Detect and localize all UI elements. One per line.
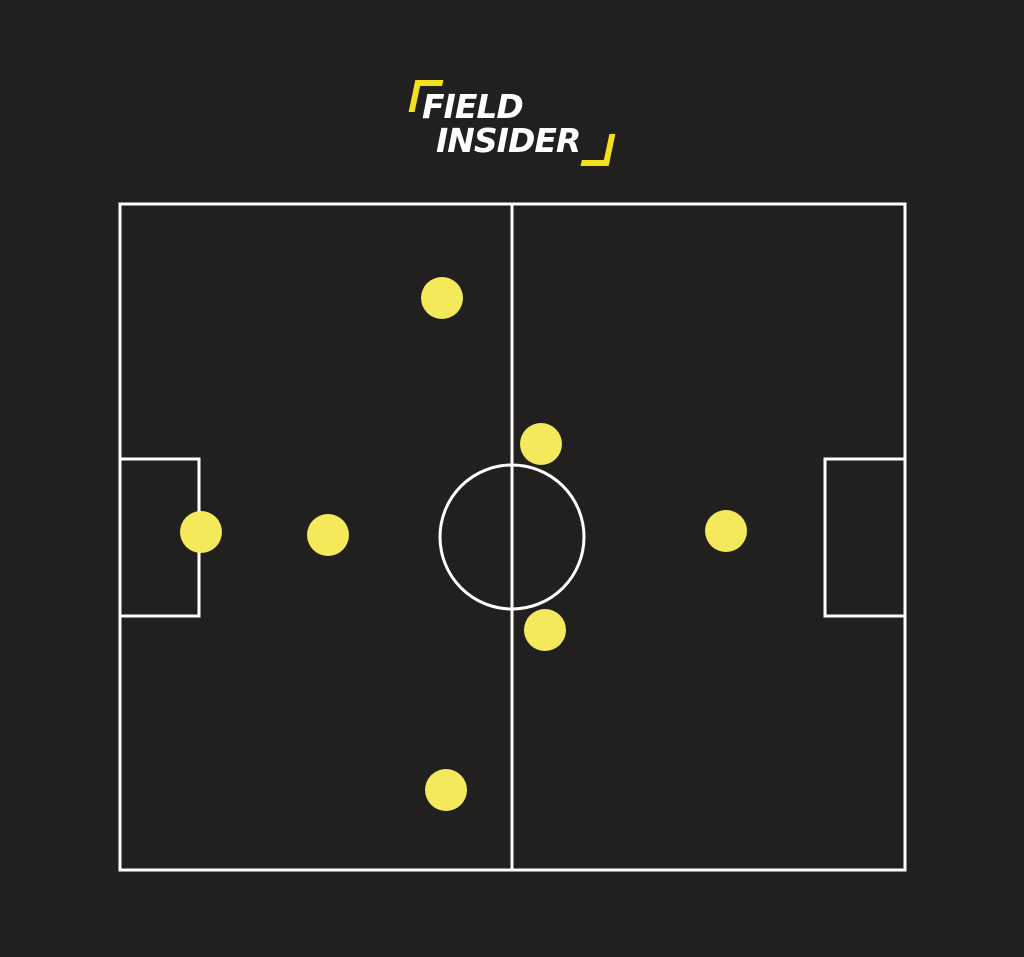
right-goal-box [823, 457, 907, 618]
player-top-wide [421, 277, 463, 319]
player-bottom-wide [425, 769, 467, 811]
player-lower-central [524, 609, 566, 651]
player-sweeper [307, 514, 349, 556]
logo-word-field: FIELD [422, 87, 524, 126]
player-upper-central [520, 423, 562, 465]
center-circle [438, 463, 586, 611]
player-striker [705, 510, 747, 552]
player-goalkeeper [180, 511, 222, 553]
field-insider-logo: FIELD INSIDER [408, 76, 618, 172]
logo-word-insider: INSIDER [436, 121, 581, 160]
